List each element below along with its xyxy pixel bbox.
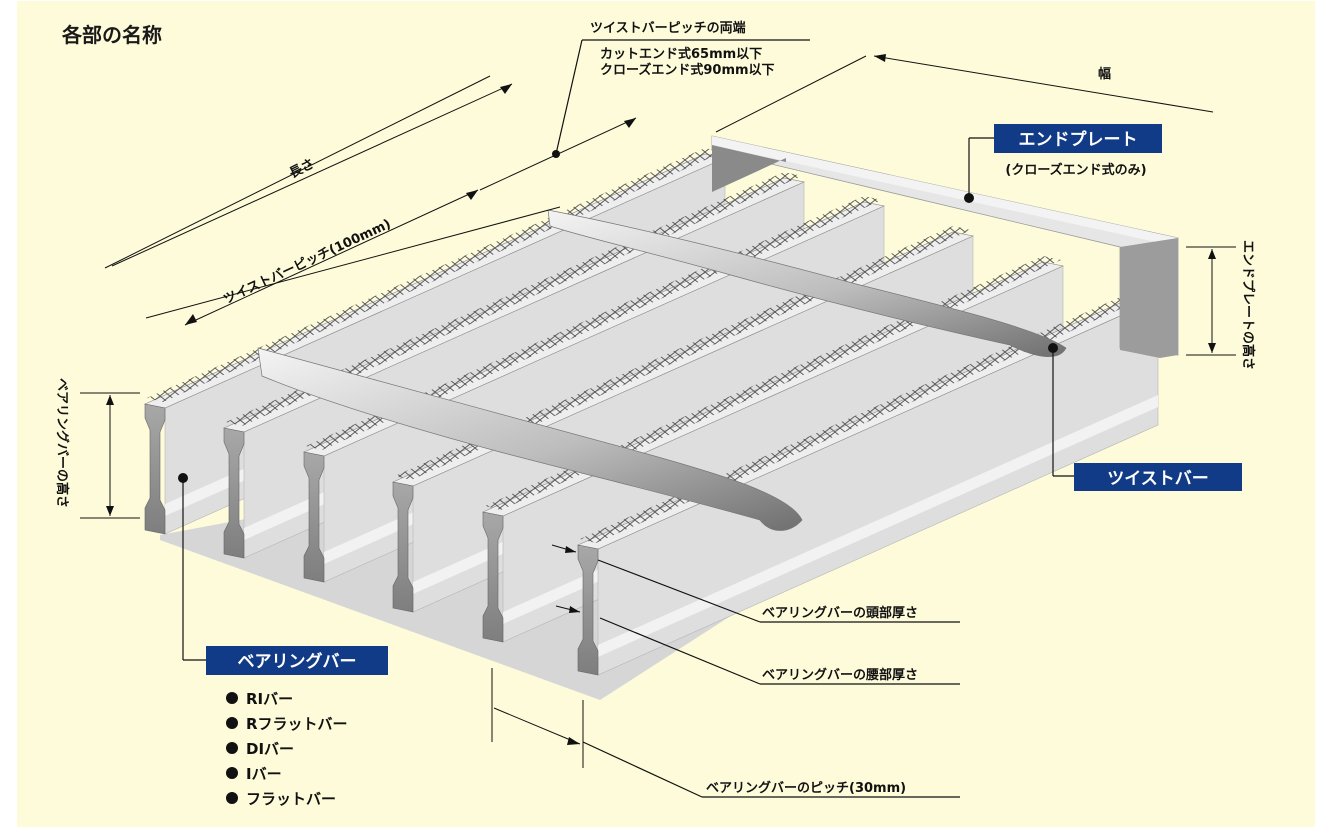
bearing-height-label: ベアリングバーの高さ xyxy=(54,378,70,508)
head-thickness-label: ベアリングバーの頭部厚さ xyxy=(762,605,918,621)
length-label: 長さ xyxy=(287,156,317,181)
bullet-icon xyxy=(226,742,238,754)
page-title: 各部の名称 xyxy=(61,23,162,47)
bullet-icon xyxy=(226,692,238,704)
end-plate-label: エンドプレート xyxy=(1019,129,1138,150)
end-plate-note: (クローズエンド式のみ) xyxy=(1005,162,1146,178)
dimension-lines xyxy=(80,39,1236,798)
bearing-type-item: RIバー xyxy=(246,690,293,708)
twist-bar-label-box xyxy=(1074,463,1242,491)
bullet-icon xyxy=(226,767,238,779)
bearing-type-item: DIバー xyxy=(246,740,294,758)
twist-bars xyxy=(257,209,1067,531)
bearing-bar-types: RIバー Rフラットバー DIバー Iバー フラットバー xyxy=(226,690,348,808)
twist-bar-label: ツイストバー xyxy=(1107,469,1209,489)
bearing-bars xyxy=(144,148,1159,676)
bearing-type-item: Iバー xyxy=(246,765,282,783)
cut-end-label: カットエンド式65mm以下 xyxy=(600,46,762,62)
bearing-bar-label-box xyxy=(206,646,388,675)
bullet-icon xyxy=(226,717,238,729)
twist-pitch-label: ツイストバーピッチ(100mm) xyxy=(221,217,393,308)
bearing-pitch-label: ベアリングバーのピッチ(30mm) xyxy=(706,780,906,796)
end-plate-height-label: エンドプレートの高さ xyxy=(1240,240,1256,370)
end-plate-label-box xyxy=(994,124,1162,153)
bearing-type-item: Rフラットバー xyxy=(246,715,348,733)
bullet-icon xyxy=(226,792,238,804)
end-plate xyxy=(711,135,1179,358)
close-end-label: クローズエンド式90mm以下 xyxy=(600,62,775,78)
twist-pitch-ends-label: ツイストバーピッチの両端 xyxy=(590,20,746,36)
bearing-bar-label: ベアリングバー xyxy=(238,651,357,672)
width-label: 幅 xyxy=(1098,66,1111,82)
waist-thickness-label: ベアリングバーの腰部厚さ xyxy=(762,667,918,683)
bearing-type-item: フラットバー xyxy=(246,790,336,808)
